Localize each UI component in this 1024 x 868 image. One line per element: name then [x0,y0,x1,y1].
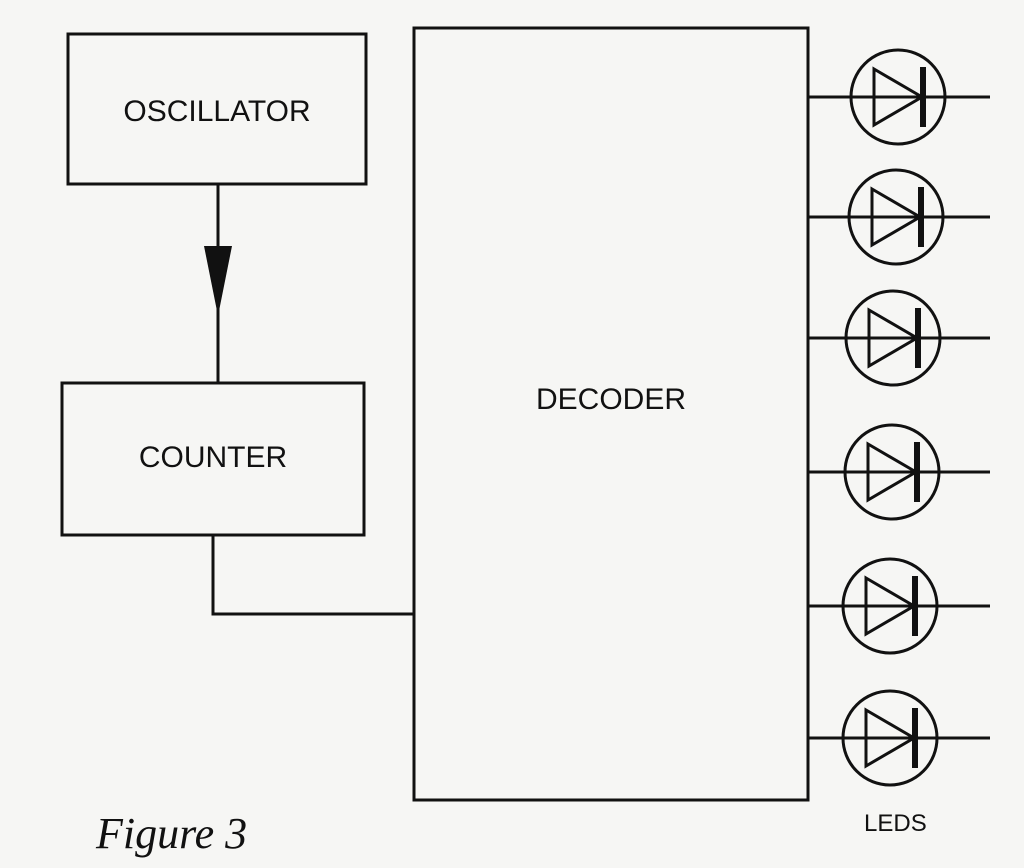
counter-label: COUNTER [138,441,288,474]
led-3 [808,289,990,387]
counter-decoder-wire [211,535,414,616]
led-4 [808,423,990,521]
decoder-block [412,26,810,802]
led-circle [849,48,947,146]
led-circle [841,689,939,787]
diode-triangle [866,441,919,503]
leds-label: LEDS [864,810,927,837]
led-1 [808,48,990,146]
led-6 [808,689,990,787]
led-5 [808,557,990,655]
oscillator-label: OSCILLATOR [123,95,311,128]
led-circle [847,168,945,266]
led-circle [841,557,939,655]
diode-triangle [870,186,923,248]
led-2 [808,168,990,266]
led-circle [843,423,941,521]
diode-triangle [864,575,917,637]
diode-triangle [872,66,925,128]
diode-triangle [867,307,920,369]
leds-group [808,48,990,787]
figure-caption: Figure 3 [96,809,248,858]
diode-triangle [864,707,917,769]
led-circle [844,289,942,387]
decoder-label: DECODER [535,383,686,416]
signal-arrow-head [204,246,232,316]
